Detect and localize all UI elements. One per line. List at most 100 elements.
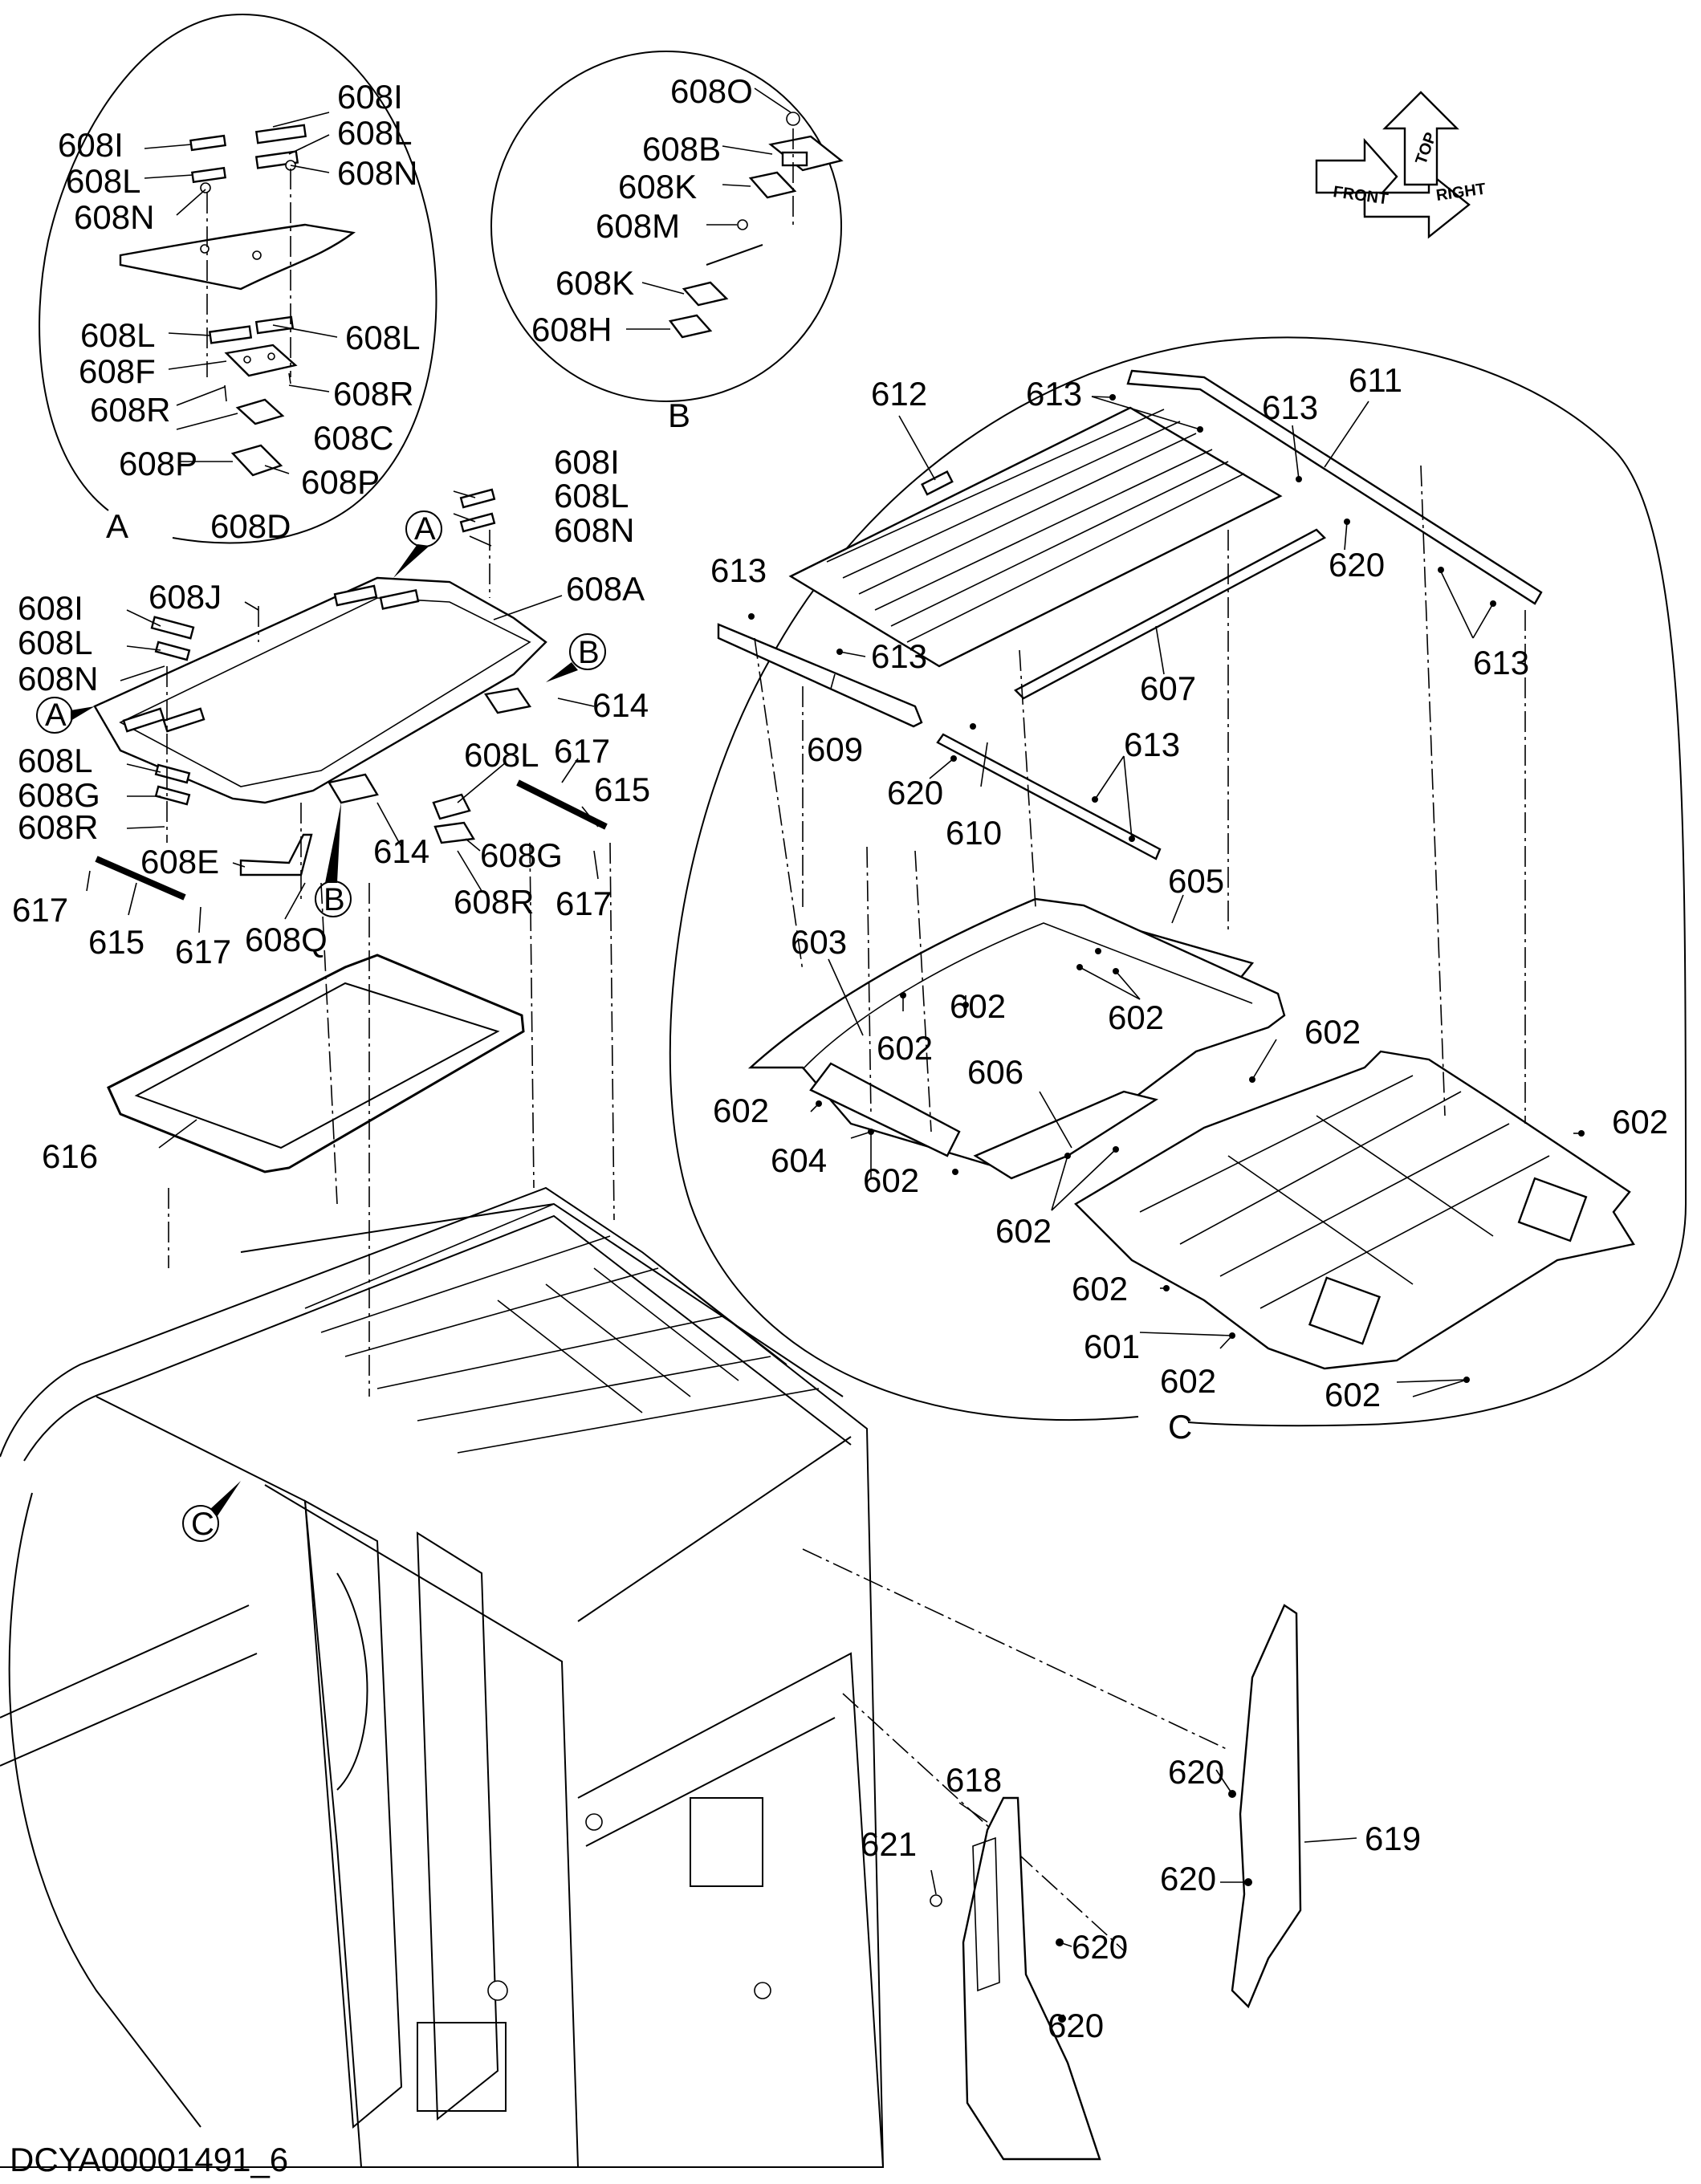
label-608L-m4: 608L: [464, 736, 539, 774]
label-602-5: 602: [713, 1092, 769, 1129]
label-608L-a2: 608L: [66, 162, 140, 200]
label-602-2: 602: [877, 1029, 933, 1067]
callout-a-top: A: [414, 511, 436, 547]
label-602-7: 602: [1612, 1103, 1668, 1141]
label-613-c6: 613: [1124, 726, 1180, 763]
pillar-trims: [930, 1604, 1357, 2161]
label-608K-a: 608K: [618, 168, 697, 205]
label-605: 605: [1168, 862, 1224, 900]
label-617-b: 617: [12, 891, 68, 929]
label-613-c1: 613: [1026, 375, 1082, 413]
label-611: 611: [1349, 361, 1402, 399]
label-620-p1: 620: [1168, 1753, 1224, 1791]
callout-a-left: A: [45, 697, 67, 733]
label-view-c: C: [1168, 1408, 1192, 1446]
label-608P-a1: 608P: [119, 445, 197, 482]
label-603: 603: [791, 923, 847, 961]
callout-b-right: B: [578, 635, 600, 670]
label-608N-a2: 608N: [74, 198, 154, 236]
label-602-10: 602: [1160, 1362, 1216, 1400]
label-610: 610: [946, 814, 1002, 852]
label-620-c2: 620: [887, 774, 943, 811]
label-608L-a4: 608L: [345, 319, 420, 356]
label-615-a: 615: [594, 771, 650, 808]
label-615-b: 615: [88, 923, 144, 961]
label-608R-m1: 608R: [18, 808, 98, 846]
label-608J: 608J: [149, 578, 222, 616]
detail-a-view: [39, 14, 437, 544]
label-608A: 608A: [566, 570, 645, 608]
label-621: 621: [861, 1825, 917, 1863]
label-607: 607: [1140, 669, 1196, 707]
label-616: 616: [42, 1137, 98, 1175]
label-602-3: 602: [1108, 998, 1164, 1036]
label-608L-m3: 608L: [18, 742, 92, 779]
label-608L-a3: 608L: [80, 316, 155, 354]
callouts: A A B B C: [36, 510, 606, 1542]
label-618: 618: [946, 1761, 1002, 1799]
label-608C: 608C: [313, 419, 393, 457]
label-608L-a1: 608L: [337, 114, 412, 152]
label-608E: 608E: [140, 843, 219, 881]
label-617-d: 617: [555, 885, 612, 922]
label-608R-m2: 608R: [454, 883, 534, 921]
label-602-4: 602: [1304, 1013, 1361, 1051]
label-608L-m2: 608L: [18, 624, 92, 661]
label-608H: 608H: [531, 311, 612, 348]
label-613-c5: 613: [871, 637, 927, 675]
label-602-6: 602: [863, 1161, 919, 1199]
label-608B: 608B: [642, 130, 721, 168]
label-608F: 608F: [79, 352, 156, 390]
label-608G-m2: 608G: [480, 836, 563, 874]
label-613-c2: 613: [1262, 388, 1318, 426]
roof-seal: [107, 954, 525, 1173]
label-613-c3: 613: [710, 551, 767, 589]
label-602-9: 602: [1072, 1270, 1128, 1308]
label-620-c1: 620: [1329, 546, 1385, 584]
label-601: 601: [1084, 1328, 1140, 1365]
label-608R-a1: 608R: [333, 375, 413, 413]
label-613-c4: 613: [1473, 644, 1529, 681]
cab-body: [0, 842, 1229, 2168]
label-602-1: 602: [950, 987, 1006, 1025]
label-608O: 608O: [670, 72, 753, 110]
label-608K-b: 608K: [555, 264, 634, 302]
label-614-b: 614: [373, 832, 429, 870]
label-608Q: 608Q: [245, 921, 328, 958]
label-609: 609: [807, 730, 863, 768]
label-602-8: 602: [995, 1212, 1052, 1250]
orientation-indicator: FRONT RIGHT TOP: [1315, 91, 1487, 239]
label-608G-m1: 608G: [18, 776, 100, 814]
label-608L-m1: 608L: [554, 477, 629, 514]
label-view-b: B: [668, 397, 690, 434]
label-617-c: 617: [175, 933, 231, 970]
label-608M: 608M: [596, 207, 680, 245]
label-614-a: 614: [592, 686, 649, 724]
label-620-p4: 620: [1048, 2007, 1104, 2044]
label-608N-a1: 608N: [337, 154, 417, 192]
label-612: 612: [871, 375, 927, 413]
label-608I-a2: 608I: [58, 126, 124, 164]
label-608D: 608D: [210, 507, 291, 545]
label-606: 606: [967, 1053, 1023, 1091]
diagram-id: DCYA00001491_6: [10, 2141, 288, 2178]
callout-c: C: [191, 1507, 214, 1542]
label-608I-m2: 608I: [18, 589, 83, 627]
label-608P-a2: 608P: [301, 463, 380, 501]
label-608N-m1: 608N: [554, 511, 634, 549]
detail-c-view: [669, 336, 1687, 1427]
label-608I-m1: 608I: [554, 443, 620, 481]
label-608R-a2: 608R: [90, 391, 170, 429]
label-604: 604: [771, 1141, 827, 1179]
roof-assembly: [86, 488, 608, 933]
label-620-p3: 620: [1072, 1928, 1128, 1966]
label-620-p2: 620: [1160, 1860, 1216, 1897]
label-608I-a1: 608I: [337, 78, 403, 116]
callout-b-bottom: B: [324, 882, 345, 917]
label-608N-m2: 608N: [18, 660, 98, 697]
label-view-a: A: [106, 507, 128, 545]
label-617-a: 617: [554, 732, 610, 770]
label-602-11: 602: [1325, 1376, 1381, 1413]
part-labels: 608I 608I 608L 608L 608N 608N 608L 608L …: [12, 72, 1668, 2044]
